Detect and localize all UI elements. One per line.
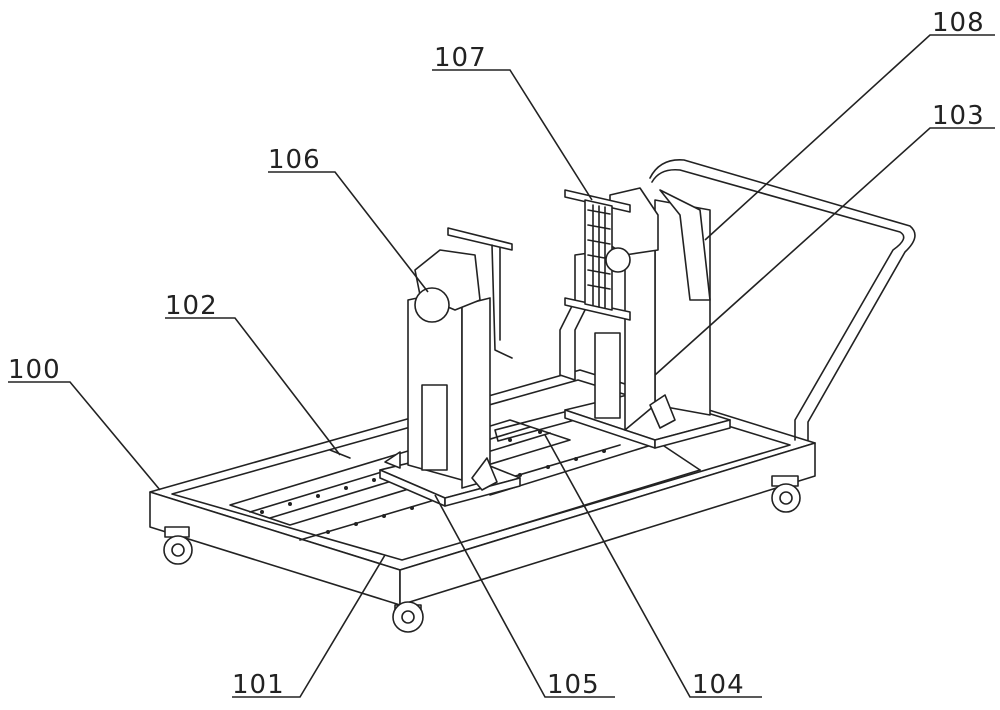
label-text: 104	[692, 670, 745, 700]
label-106: 106	[268, 145, 428, 292]
label-text: 103	[932, 101, 985, 131]
label-text: 106	[268, 145, 321, 175]
label-107: 107	[432, 43, 592, 200]
label-text: 100	[8, 355, 61, 385]
label-text: 101	[232, 670, 285, 700]
label-text: 108	[932, 8, 985, 38]
label-100: 100	[8, 355, 160, 490]
label-text: 102	[165, 291, 218, 321]
label-102: 102	[165, 291, 340, 455]
label-text: 105	[547, 670, 600, 700]
label-text: 107	[434, 43, 487, 73]
